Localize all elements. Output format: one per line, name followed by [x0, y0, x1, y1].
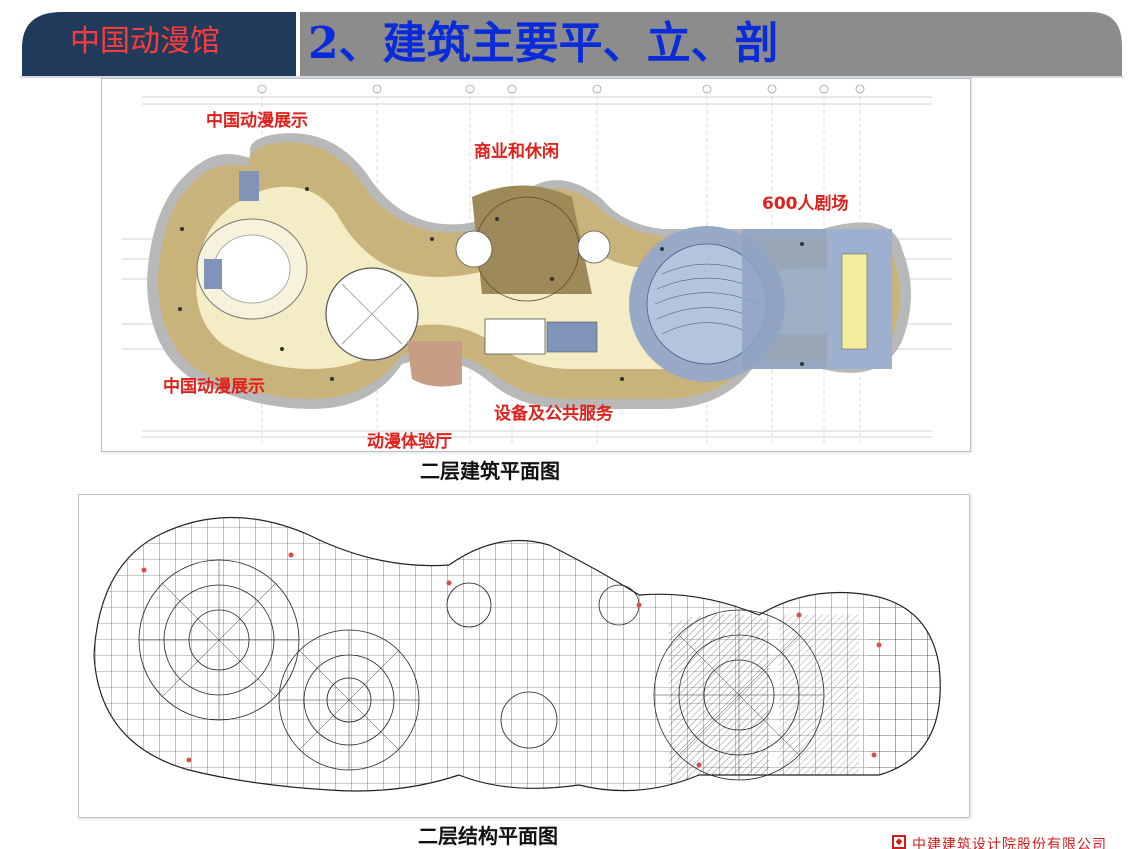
zone-label-commerce: 商业和休闲: [474, 142, 559, 162]
zone-label-services: 设备及公共服务: [494, 404, 613, 424]
zone-label-experience: 动漫体验厅: [367, 432, 452, 452]
brand-name: 中国动漫馆: [70, 24, 220, 59]
footer-company-logo: ◆ 中建建筑设计院股份有限公司: [892, 833, 1145, 849]
zone-label-exhibit-bottom: 中国动漫展示: [163, 377, 265, 397]
structural-plan-caption: 二层结构平面图: [418, 824, 558, 848]
zone-label-exhibit-top: 中国动漫展示: [206, 111, 308, 131]
company-logo-icon: ◆: [892, 835, 906, 849]
company-name: 中建建筑设计院股份有限公司: [912, 837, 1107, 849]
slide-title: 2、建筑主要平、立、剖: [308, 18, 779, 69]
header-background: [20, 12, 1124, 78]
zone-label-theater: 600人剧场: [762, 194, 849, 214]
architectural-plan-caption: 二层建筑平面图: [420, 459, 560, 483]
architectural-plan-figure: 中国动漫展示 商业和休闲 600人剧场 中国动漫展示 设备及公共服务 动漫体验厅: [101, 78, 971, 452]
architectural-plan-drawing: [122, 84, 952, 444]
structural-plan-figure: [78, 494, 970, 818]
structural-plan-drawing: [93, 517, 941, 792]
header-bar: 中国动漫馆 2、建筑主要平、立、剖: [0, 0, 1145, 78]
